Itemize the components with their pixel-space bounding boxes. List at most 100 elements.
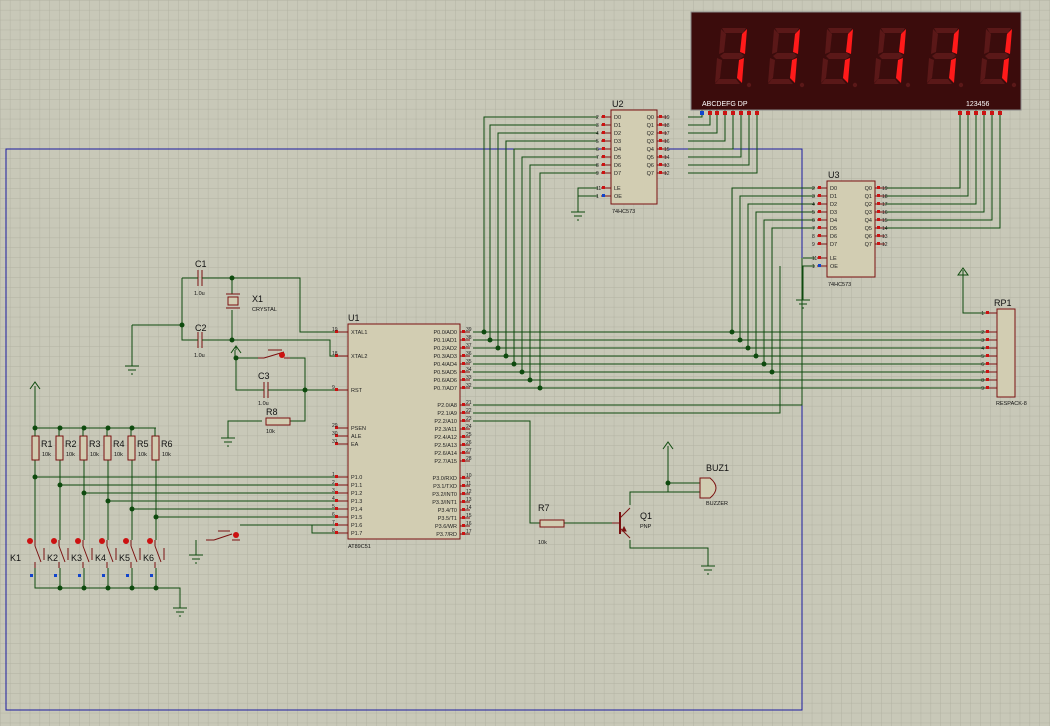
q1-value: PNP: [640, 524, 652, 530]
u3-pin-name: Q1: [865, 194, 872, 200]
display-pin: [747, 111, 751, 115]
display-segment: [980, 58, 987, 83]
pullup-resistor-body: [31, 435, 40, 461]
u2-pin-terminal: [659, 123, 662, 126]
keyboard-key[interactable]: K4: [95, 538, 117, 577]
x1-crystal[interactable]: [226, 293, 240, 309]
display-segment: [927, 58, 934, 83]
display-digit: [821, 28, 858, 88]
u1-pin-name: P2.7/A15: [434, 459, 457, 465]
pullup-resistor-ref: R5: [137, 439, 149, 449]
display-segment: [980, 79, 1005, 84]
buz1-buzzer[interactable]: [699, 477, 717, 499]
c1-capacitor[interactable]: [190, 270, 210, 286]
u3-pin-number: 15: [882, 218, 888, 224]
u1-pin-name: P1.0: [351, 475, 362, 481]
key-terminal: [78, 574, 81, 577]
u3-pin-number: 4: [812, 202, 815, 208]
keyboard-key[interactable]: K2: [47, 538, 69, 577]
u1-pin-terminal: [462, 386, 465, 389]
key-cap: [27, 538, 33, 544]
u2-pin-number: 19: [664, 115, 670, 121]
pullup-resistor-body: [127, 435, 136, 461]
u1-pin-name: P0.1/AD1: [433, 338, 457, 344]
u2-pin-name: Q0: [647, 115, 654, 121]
u1-pin-terminal: [462, 419, 465, 422]
u3-pin-name: D3: [830, 210, 837, 216]
u1-pin-number: 26: [466, 440, 472, 446]
u3-pin-terminal: [818, 256, 821, 259]
p1-6-key[interactable]: [206, 530, 240, 541]
u3-pin-name: D7: [830, 242, 837, 248]
keyboard-key[interactable]: K5: [119, 538, 141, 577]
x1-value: CRYSTAL: [252, 307, 277, 313]
c3-capacitor[interactable]: [258, 382, 275, 398]
u1-chip[interactable]: U1 AT89C51 XTAL119XTAL218RST9PSEN29ALE30…: [332, 313, 472, 550]
u2-part: 74HC573: [612, 209, 635, 215]
u1-pin-number: 9: [332, 385, 335, 391]
u2-pin-name: Q6: [647, 163, 654, 169]
u2-pin-terminal: [659, 155, 662, 158]
key-cap: [99, 538, 105, 544]
display-segment: [932, 53, 956, 59]
key-label: K5: [119, 553, 130, 563]
display-segment: [874, 58, 881, 83]
u2-pin-terminal: [602, 171, 605, 174]
u2-pin-terminal: [602, 139, 605, 142]
rp1-pin-terminal: [986, 338, 989, 341]
keyboard-key[interactable]: K3: [71, 538, 93, 577]
u1-pin-name: XTAL1: [351, 330, 367, 336]
q1-transistor[interactable]: [612, 507, 631, 539]
c1-ref: C1: [195, 259, 207, 269]
display-pin: [974, 111, 978, 115]
u3-pin-number: 11: [812, 256, 817, 262]
key-contact: [130, 545, 138, 563]
key-cap: [75, 538, 81, 544]
u1-pin-number: 34: [466, 367, 472, 373]
u3-pin-number: 18: [882, 194, 888, 200]
u1-pin-terminal: [462, 500, 465, 503]
u3-pin-terminal: [877, 218, 880, 221]
keyboard-key[interactable]: K1: [10, 538, 45, 577]
display-pin: [958, 111, 962, 115]
r7-resistor[interactable]: [539, 519, 565, 528]
u1-pin-name: PSEN: [351, 426, 366, 432]
u3-pin-name: Q4: [865, 218, 872, 224]
display-segment: [952, 29, 959, 54]
u1-pin-terminal: [462, 508, 465, 511]
u2-pin-name: D6: [614, 163, 621, 169]
u3-pin-number: 2: [812, 186, 815, 192]
c2-capacitor[interactable]: [190, 332, 210, 348]
sheet-border: [5, 148, 803, 711]
u2-pin-number: 6: [596, 147, 599, 153]
u2-pin-number: 16: [664, 139, 670, 145]
u1-pin-number: 3: [332, 488, 335, 494]
u1-pin-number: 4: [332, 496, 335, 502]
u1-pin-terminal: [335, 491, 338, 494]
u1-pin-number: 10: [466, 473, 472, 479]
display-digit: [927, 28, 964, 88]
u1-pin-number: 22: [466, 408, 472, 414]
rp1-pin-terminal: [986, 311, 989, 314]
rp1-pin-terminal: [986, 362, 989, 365]
u2-ref: U2: [612, 99, 624, 109]
display-dp: [958, 82, 964, 88]
pullup-resistor-body: [151, 435, 160, 461]
rp1-pin-number: 6: [981, 362, 984, 368]
r8-resistor[interactable]: [265, 417, 291, 426]
keyboard-key[interactable]: K6: [143, 538, 165, 577]
u1-pin-number: 23: [466, 416, 472, 422]
key-cap: [51, 538, 57, 544]
key-label: K2: [47, 553, 58, 563]
reset-button[interactable]: [258, 349, 290, 359]
